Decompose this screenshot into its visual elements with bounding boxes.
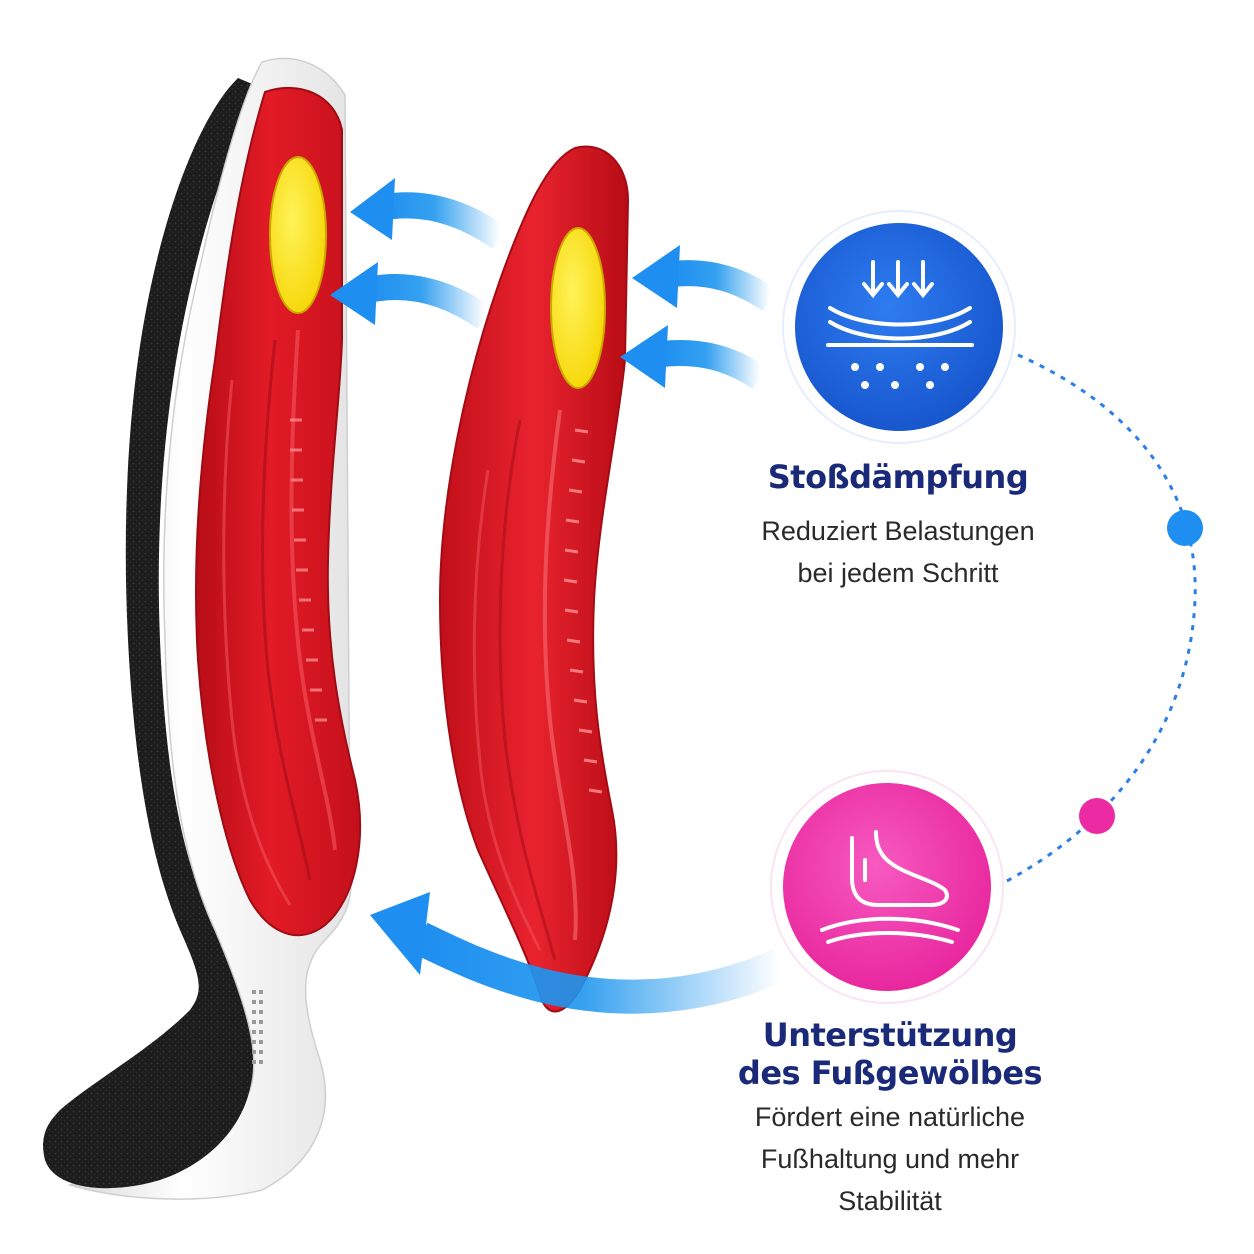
arch-support-badge — [770, 770, 1004, 1004]
arch-insert — [438, 145, 630, 1013]
arrow-head-icon — [350, 178, 395, 240]
insert-yellow-pad — [550, 227, 606, 389]
shock-absorption-icon — [826, 260, 974, 347]
full-insole — [43, 57, 361, 1200]
insole-vent-holes — [252, 990, 263, 1064]
insole-red-arch — [194, 87, 361, 937]
insole-ridge-line — [222, 379, 292, 906]
feature-description: Fördert eine natürliche Fußhaltung und m… — [710, 1096, 1070, 1222]
arrow-head-icon — [620, 325, 668, 388]
connector-dot-blue — [1167, 510, 1203, 546]
foot-arch-icon — [820, 830, 960, 944]
insole-ridge-line — [289, 329, 337, 851]
title-line: des Fußgewölbes — [737, 1054, 1043, 1092]
arrows — [330, 178, 787, 1014]
insole-heel-felt — [43, 1024, 253, 1189]
insole-ridge-line — [260, 339, 312, 881]
arrow-icon — [412, 922, 787, 1014]
arrow-icon — [365, 274, 493, 329]
insert-arch-ribs — [563, 428, 603, 794]
arrow-icon — [660, 340, 768, 389]
insert-ridge-line — [472, 469, 542, 951]
insole-yellow-pad — [269, 156, 327, 314]
description-line: Reduziert Belastungen — [761, 516, 1035, 546]
insole-felt-edge — [43, 78, 268, 1190]
arrow-icon — [670, 260, 778, 311]
arrow-icon — [377, 192, 508, 249]
description-line: bei jedem Schritt — [797, 558, 999, 588]
connector-dot-pink — [1079, 798, 1115, 834]
arrow-head-icon — [370, 892, 430, 975]
title-line: Unterstützung — [762, 1016, 1018, 1054]
feature-description: Reduziert Belastungen bei jedem Schritt — [728, 510, 1068, 594]
arch-support-label: Unterstützung des Fußgewölbes Fördert ei… — [710, 1016, 1070, 1222]
feature-title: Unterstützung des Fußgewölbes — [710, 1016, 1070, 1092]
description-line: Fördert eine natürliche — [754, 1102, 1026, 1132]
shock-absorption-badge — [782, 210, 1016, 444]
shock-absorption-label: Stoßdämpfung Reduziert Belastungen bei j… — [728, 458, 1068, 594]
insert-ridge-line — [542, 409, 578, 941]
feature-title: Stoßdämpfung — [767, 458, 1029, 496]
description-line: Fußhaltung und mehr — [760, 1144, 1020, 1174]
arrow-head-icon — [632, 245, 680, 308]
description-line: Stabilität — [838, 1186, 942, 1216]
arrow-head-icon — [330, 262, 378, 325]
insert-ridge-line — [498, 419, 557, 961]
shock-particles — [851, 363, 949, 389]
insole-arch-ribs — [290, 418, 327, 722]
